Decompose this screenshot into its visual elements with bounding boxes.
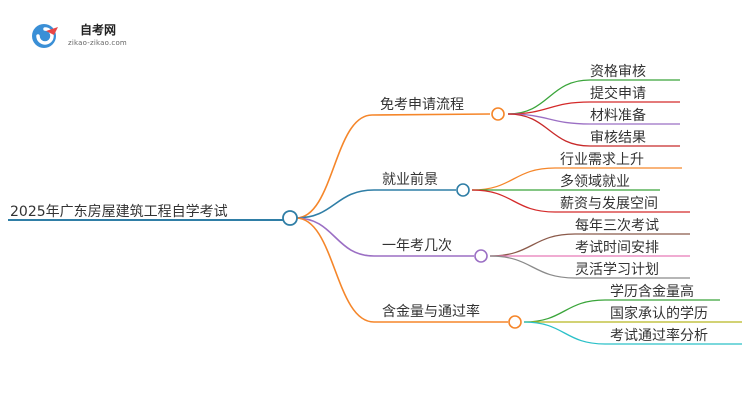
leaf-label: 学历含金量高 xyxy=(610,283,694,300)
leaf-connector xyxy=(523,321,606,345)
leaf-connector xyxy=(489,233,576,257)
branch-connector xyxy=(295,217,375,257)
branch-underline xyxy=(371,113,491,116)
leaf-label: 行业需求上升 xyxy=(560,152,644,168)
leaf-connector xyxy=(507,79,591,115)
branch-label: 就业前景 xyxy=(382,171,438,188)
branch-node xyxy=(508,315,522,329)
site-logo: 自考网 zikao-zikao.com xyxy=(30,20,140,52)
branch-node xyxy=(474,249,488,263)
leaf-label: 多领域就业 xyxy=(560,173,630,190)
leaf-connector xyxy=(523,299,606,323)
branch-label: 含金量与通过率 xyxy=(382,303,480,320)
branch-label: 免考申请流程 xyxy=(380,97,464,113)
leaf-label: 考试通过率分析 xyxy=(610,327,708,344)
leaf-label: 灵活学习计划 xyxy=(575,262,659,278)
leaf-label: 提交申请 xyxy=(590,85,646,102)
branch-node xyxy=(456,183,470,197)
leaf-label: 考试时间安排 xyxy=(575,240,659,256)
root-label: 2025年广东房屋建筑工程自学考试 xyxy=(10,204,228,220)
branch-connector xyxy=(295,114,373,219)
branch-label: 一年考几次 xyxy=(382,238,452,254)
leaf-label: 材料准备 xyxy=(590,107,646,124)
root-node xyxy=(282,210,298,226)
branch-connector xyxy=(295,217,375,323)
branch-node xyxy=(491,107,505,121)
logo-name: 自考网 xyxy=(80,23,117,37)
logo-mark-icon xyxy=(32,24,58,48)
leaf-connector xyxy=(471,189,556,213)
leaf-label: 每年三次考试 xyxy=(575,218,659,234)
leaf-connector xyxy=(471,167,556,191)
leaf-connector xyxy=(507,113,591,147)
leaf-label: 国家承认的学历 xyxy=(610,305,708,322)
branch-connector xyxy=(295,189,375,219)
leaf-label: 薪资与发展空间 xyxy=(560,196,658,212)
leaf-connector xyxy=(507,101,591,115)
leaf-label: 审核结果 xyxy=(590,130,646,146)
logo-url: zikao-zikao.com xyxy=(68,39,127,47)
leaf-connector xyxy=(489,255,576,279)
leaf-label: 资格审核 xyxy=(590,64,646,80)
